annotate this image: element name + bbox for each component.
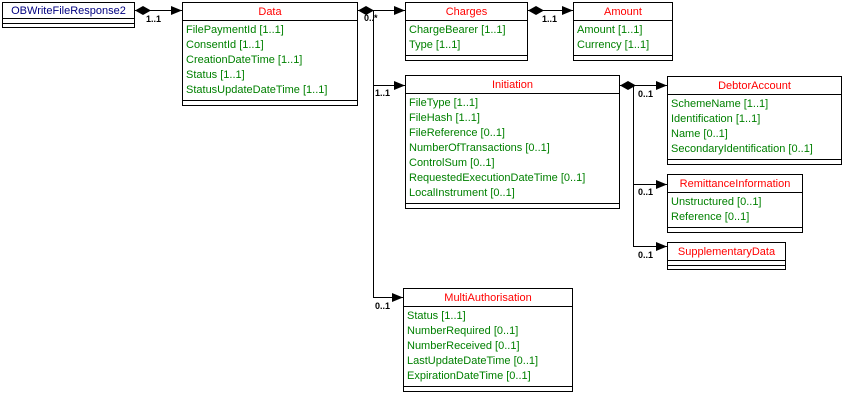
multiplicity-label-initiation-to-supplementarydata: 0..1	[638, 250, 654, 260]
connector-data-to-initiation	[373, 81, 405, 90]
arrowhead-icon	[656, 242, 667, 251]
arrowhead-icon	[656, 81, 667, 90]
connector-charges-to-amount	[528, 6, 573, 15]
arrowhead-icon	[394, 81, 405, 90]
connector-data-to-charges	[358, 6, 405, 15]
operations-compartment	[3, 23, 134, 27]
class-box-obwritefileresponse2: OBWriteFileResponse2	[2, 2, 135, 28]
attribute: Amount [1..1]	[577, 24, 643, 36]
attribute-list: Status [1..1] NumberRequired [0..1] Numb…	[404, 307, 572, 387]
attribute-list: FileType [1..1] FileHash [1..1] FileRefe…	[406, 94, 619, 204]
attribute: Status [1..1]	[407, 310, 466, 322]
class-box-multiauthorisation: MultiAuthorisation Status [1..1] NumberR…	[403, 288, 573, 392]
attribute: StatusUpdateDateTime [1..1]	[186, 84, 328, 96]
class-title: RemittanceInformation	[668, 175, 802, 193]
attribute: NumberRequired [0..1]	[407, 325, 519, 337]
aggregation-diamond-icon	[358, 6, 374, 15]
class-title: Initiation	[406, 76, 619, 94]
connector-root-to-data	[135, 6, 182, 15]
attribute: Name [0..1]	[671, 128, 728, 140]
class-box-debtoraccount: DebtorAccount SchemeName [1..1] Identifi…	[667, 76, 842, 165]
attribute: FileReference [0..1]	[409, 127, 505, 139]
connector-initiation-to-debtoraccount	[620, 81, 667, 90]
attribute: Currency [1..1]	[577, 39, 650, 51]
attribute-list: ChargeBearer [1..1] Type [1..1]	[406, 21, 527, 56]
attribute: Reference [0..1]	[671, 211, 750, 223]
class-title: OBWriteFileResponse2	[3, 3, 134, 19]
aggregation-diamond-icon	[528, 6, 544, 15]
class-title: MultiAuthorisation	[404, 289, 572, 307]
operations-compartment	[406, 204, 619, 208]
class-box-remittanceinformation: RemittanceInformation Unstructured [0..1…	[667, 174, 803, 233]
attribute-list: Amount [1..1] Currency [1..1]	[574, 21, 672, 56]
arrowhead-icon	[562, 6, 573, 15]
multiplicity-label-initiation-to-debtoraccount: 0..1	[638, 89, 654, 99]
attribute: RequestedExecutionDateTime [0..1]	[409, 172, 586, 184]
attribute: ConsentId [1..1]	[186, 39, 264, 51]
arrowhead-icon	[394, 6, 405, 15]
class-box-initiation: Initiation FileType [1..1] FileHash [1..…	[405, 75, 620, 209]
attribute: ControlSum [0..1]	[409, 157, 495, 169]
arrowhead-icon	[171, 6, 182, 15]
attributes-compartment	[3, 19, 134, 23]
attribute: Status [1..1]	[186, 69, 245, 81]
operations-compartment	[404, 387, 572, 391]
class-title: Amount	[574, 3, 672, 21]
class-title: SupplementaryData	[668, 243, 785, 261]
multiplicity-label-data-to-multiauthorisation: 0..1	[375, 301, 391, 311]
multiplicity-label-initiation-to-remittanceinformation: 0..1	[638, 187, 654, 197]
attribute: FileHash [1..1]	[409, 112, 480, 124]
attribute: NumberOfTransactions [0..1]	[409, 142, 550, 154]
multiplicity-label-charges-to-amount: 1..1	[542, 14, 558, 24]
attribute: LastUpdateDateTime [0..1]	[407, 355, 539, 367]
operations-compartment	[668, 160, 841, 164]
operations-compartment	[668, 265, 785, 269]
attribute-list: SchemeName [1..1] Identification [1..1] …	[668, 95, 841, 160]
multiplicity-label-data-to-charges: 0..*	[364, 13, 378, 23]
attribute: Identification [1..1]	[671, 113, 761, 125]
attribute: Unstructured [0..1]	[671, 196, 762, 208]
aggregation-diamond-icon	[620, 81, 636, 90]
operations-compartment	[406, 56, 527, 60]
class-title: Charges	[406, 3, 527, 21]
connector-initiation-to-supplementarydata	[633, 242, 667, 251]
attribute-list: Unstructured [0..1] Reference [0..1]	[668, 193, 802, 228]
attribute: SecondaryIdentification [0..1]	[671, 143, 813, 155]
operations-compartment	[183, 101, 357, 105]
class-box-charges: Charges ChargeBearer [1..1] Type [1..1]	[405, 2, 528, 61]
class-box-data: Data FilePaymentId [1..1] ConsentId [1..…	[182, 2, 358, 106]
aggregation-diamond-icon	[135, 6, 151, 15]
arrowhead-icon	[656, 180, 667, 189]
attribute-list: FilePaymentId [1..1] ConsentId [1..1] Cr…	[183, 21, 357, 101]
attribute: ExpirationDateTime [0..1]	[407, 370, 531, 382]
class-title: Data	[183, 3, 357, 21]
arrowhead-icon	[392, 293, 403, 302]
class-box-amount: Amount Amount [1..1] Currency [1..1]	[573, 2, 673, 61]
attribute: FileType [1..1]	[409, 97, 479, 109]
attribute: Type [1..1]	[409, 39, 461, 51]
attribute: SchemeName [1..1]	[671, 98, 769, 110]
attribute: FilePaymentId [1..1]	[186, 24, 284, 36]
operations-compartment	[668, 228, 802, 232]
connector-data-to-multiauthorisation	[373, 293, 403, 302]
connector-initiation-to-remittanceinformation	[633, 180, 667, 189]
attributes-compartment	[668, 261, 785, 265]
attribute: ChargeBearer [1..1]	[409, 24, 506, 36]
attribute: LocalInstrument [0..1]	[409, 187, 515, 199]
attribute: NumberReceived [0..1]	[407, 340, 520, 352]
multiplicity-label-root-to-data: 1..1	[146, 14, 162, 24]
attribute: CreationDateTime [1..1]	[186, 54, 303, 66]
operations-compartment	[574, 56, 672, 60]
class-title: DebtorAccount	[668, 77, 841, 95]
class-box-supplementarydata: SupplementaryData	[667, 242, 786, 270]
multiplicity-label-data-to-initiation: 1..1	[375, 88, 391, 98]
